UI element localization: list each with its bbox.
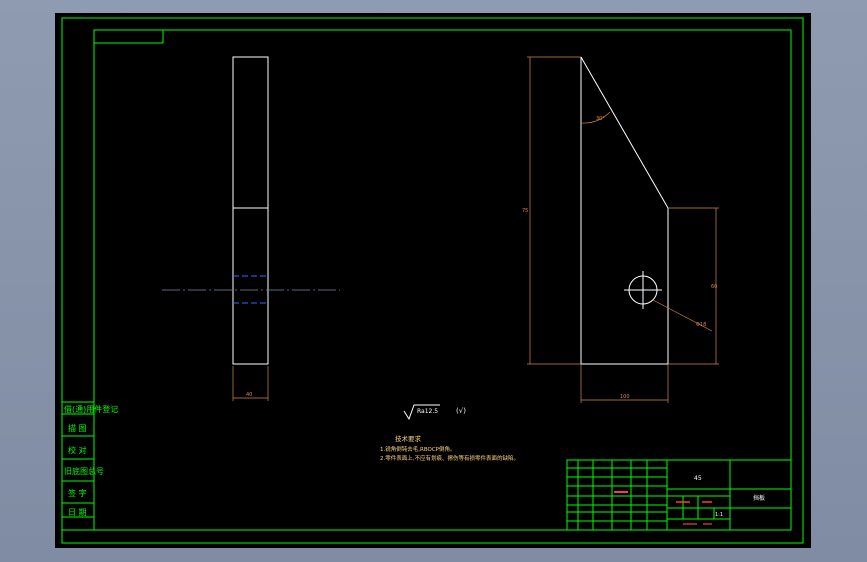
outer-border	[61, 17, 804, 544]
left-panel-row-3: 旧底图总号	[64, 466, 104, 476]
dim-width: 100	[620, 394, 630, 400]
notes-line-1: 2.零件表面上,不应有划痕、擦伤等有损零件表面的缺陷。	[380, 454, 519, 462]
dim-thickness: 40	[246, 392, 252, 398]
title-block-part-name: 挡板	[753, 494, 765, 502]
surface-finish-symbol: Ra12.5 (√)	[403, 404, 466, 421]
dim-angle: 30°	[596, 116, 605, 122]
surface-finish-value: Ra12.5	[417, 408, 438, 415]
left-panel: 借(通)用件登记 描 图 校 对 旧底图总号 签 字 日 期	[61, 401, 118, 531]
left-panel-row-4: 签 字	[68, 488, 87, 498]
notes-line-0: 1.锐角倒钝去毛,RBOCP倒角。	[380, 445, 455, 453]
technical-notes: 技术要求 1.锐角倒钝去毛,RBOCP倒角。 2.零件表面上,不应有划痕、擦伤等…	[380, 434, 519, 462]
dim-lower-height: 60	[711, 284, 717, 290]
notes-title: 技术要求	[395, 434, 422, 443]
title-block[interactable]: 45 挡板 1:1	[566, 459, 792, 531]
dim-height: 75	[522, 208, 528, 214]
front-view[interactable]: 75 60 100 30° Φ18	[522, 56, 719, 403]
left-panel-row-1: 描 图	[68, 423, 87, 433]
dim-hole: Φ18	[696, 322, 706, 328]
code-box	[93, 30, 164, 44]
title-block-scale: 1:1	[715, 512, 723, 518]
side-view[interactable]: 40	[162, 56, 340, 401]
left-panel-row-2: 校 对	[68, 445, 87, 455]
surface-finish-general: (√)	[456, 407, 466, 415]
title-block-material: 45	[694, 475, 702, 482]
drawing-paper	[55, 13, 811, 548]
inner-border	[93, 29, 792, 531]
left-panel-row-5: 日 期	[68, 508, 87, 517]
left-panel-row-0: 借(通)用件登记	[64, 404, 118, 414]
